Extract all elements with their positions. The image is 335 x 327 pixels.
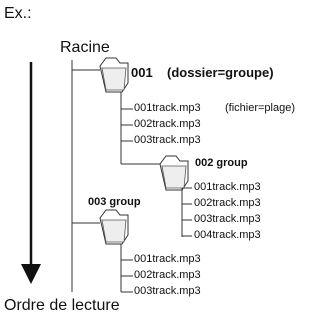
track-label: 002track.mp3 xyxy=(194,197,261,209)
track-label: 001track.mp3 xyxy=(134,253,201,265)
folder-001-icon xyxy=(99,57,129,93)
track-label: 003track.mp3 xyxy=(134,285,201,297)
folder-003-label: 003 group xyxy=(88,196,141,208)
folder-003-icon xyxy=(99,209,129,245)
track-label: 002track.mp3 xyxy=(134,118,201,130)
track-label: 004track.mp3 xyxy=(194,229,261,241)
root-label: Racine xyxy=(60,39,110,56)
track-label: 002track.mp3 xyxy=(134,269,201,281)
folder-001-note: (dossier=groupe) xyxy=(167,65,274,80)
track-label: 001track.mp3 xyxy=(134,102,201,114)
reading-order-arrow-head xyxy=(21,264,41,284)
file-note: (fichier=plage) xyxy=(225,102,296,114)
example-label: Ex.: xyxy=(4,5,32,22)
folder-002-label: 002 group xyxy=(195,157,248,169)
folder-002-icon xyxy=(159,155,189,191)
reading-order-label: Ordre de lecture xyxy=(4,297,120,314)
track-label: 001track.mp3 xyxy=(194,181,261,193)
track-label: 003track.mp3 xyxy=(134,134,201,146)
folder-001-label: 001 xyxy=(131,65,153,80)
track-label: 003track.mp3 xyxy=(194,213,261,225)
